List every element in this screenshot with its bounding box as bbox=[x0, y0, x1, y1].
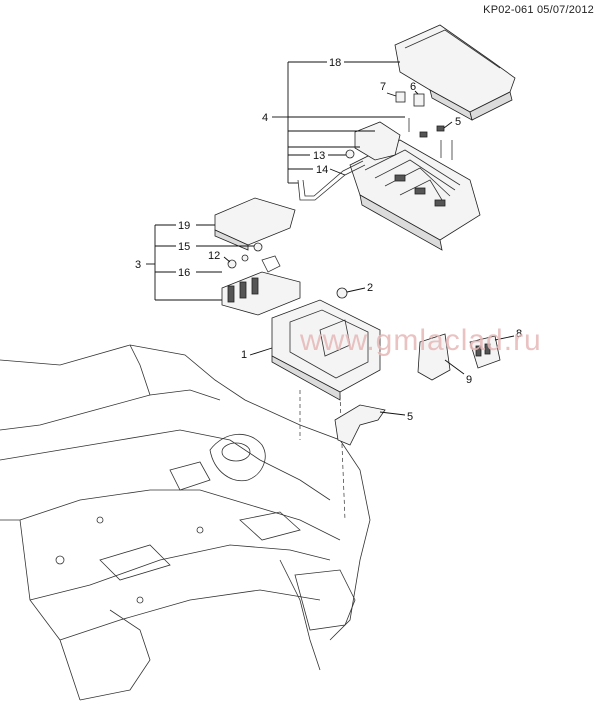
callout-14: 13 bbox=[313, 150, 325, 162]
relay-bracket bbox=[417, 333, 451, 381]
callout-1: 1 bbox=[241, 349, 247, 361]
battery-fuse-cover bbox=[214, 197, 296, 251]
nut bbox=[253, 242, 263, 252]
assembly-guide-line bbox=[339, 394, 346, 521]
callout-7: 6 bbox=[410, 81, 416, 93]
diagram-code: KP02-061 05/07/2012 bbox=[483, 4, 594, 16]
watermark: www.gmlaclad.ru bbox=[300, 324, 542, 357]
nut bbox=[336, 287, 348, 299]
fuse-block-bracket bbox=[354, 121, 401, 161]
fuse-box-cover bbox=[394, 24, 516, 121]
stud-nut bbox=[241, 254, 249, 262]
fuse-block-tray bbox=[271, 299, 381, 401]
callout-9: 8 bbox=[516, 328, 522, 340]
vehicle-body-structure bbox=[0, 344, 371, 701]
callout-13: 12 bbox=[208, 250, 220, 262]
relay-module bbox=[469, 335, 501, 369]
callout-19: 19 bbox=[178, 220, 190, 232]
nut bbox=[345, 149, 355, 159]
callout-3: 3 bbox=[135, 259, 141, 271]
cable bbox=[297, 164, 366, 201]
callout-6: 5 bbox=[455, 116, 461, 128]
callout-2: 2 bbox=[367, 282, 373, 294]
callout-8: 7 bbox=[380, 81, 386, 93]
callout-12: 9 bbox=[466, 374, 472, 386]
callout-18: 18 bbox=[329, 57, 341, 69]
relay-small bbox=[395, 91, 406, 103]
callout-15: 14 bbox=[316, 164, 328, 176]
terminal bbox=[261, 255, 281, 273]
fuse bbox=[436, 125, 445, 132]
leader-lines bbox=[146, 61, 515, 416]
cable bbox=[302, 160, 364, 197]
callout-4: 4 bbox=[262, 112, 268, 124]
relay-large bbox=[413, 93, 425, 107]
callout-5: 5 bbox=[407, 411, 413, 423]
callout-16: 15 bbox=[178, 241, 190, 253]
callout-17: 16 bbox=[178, 267, 190, 279]
battery-fuse-holder bbox=[221, 271, 301, 316]
callout-labels: 18 7 6 4 5 13 14 19 15 12 3 16 2 8 1 9 5 bbox=[135, 57, 522, 423]
fuse-relay-block bbox=[349, 139, 481, 251]
mounting-bracket bbox=[334, 404, 386, 446]
fuse bbox=[419, 131, 428, 138]
